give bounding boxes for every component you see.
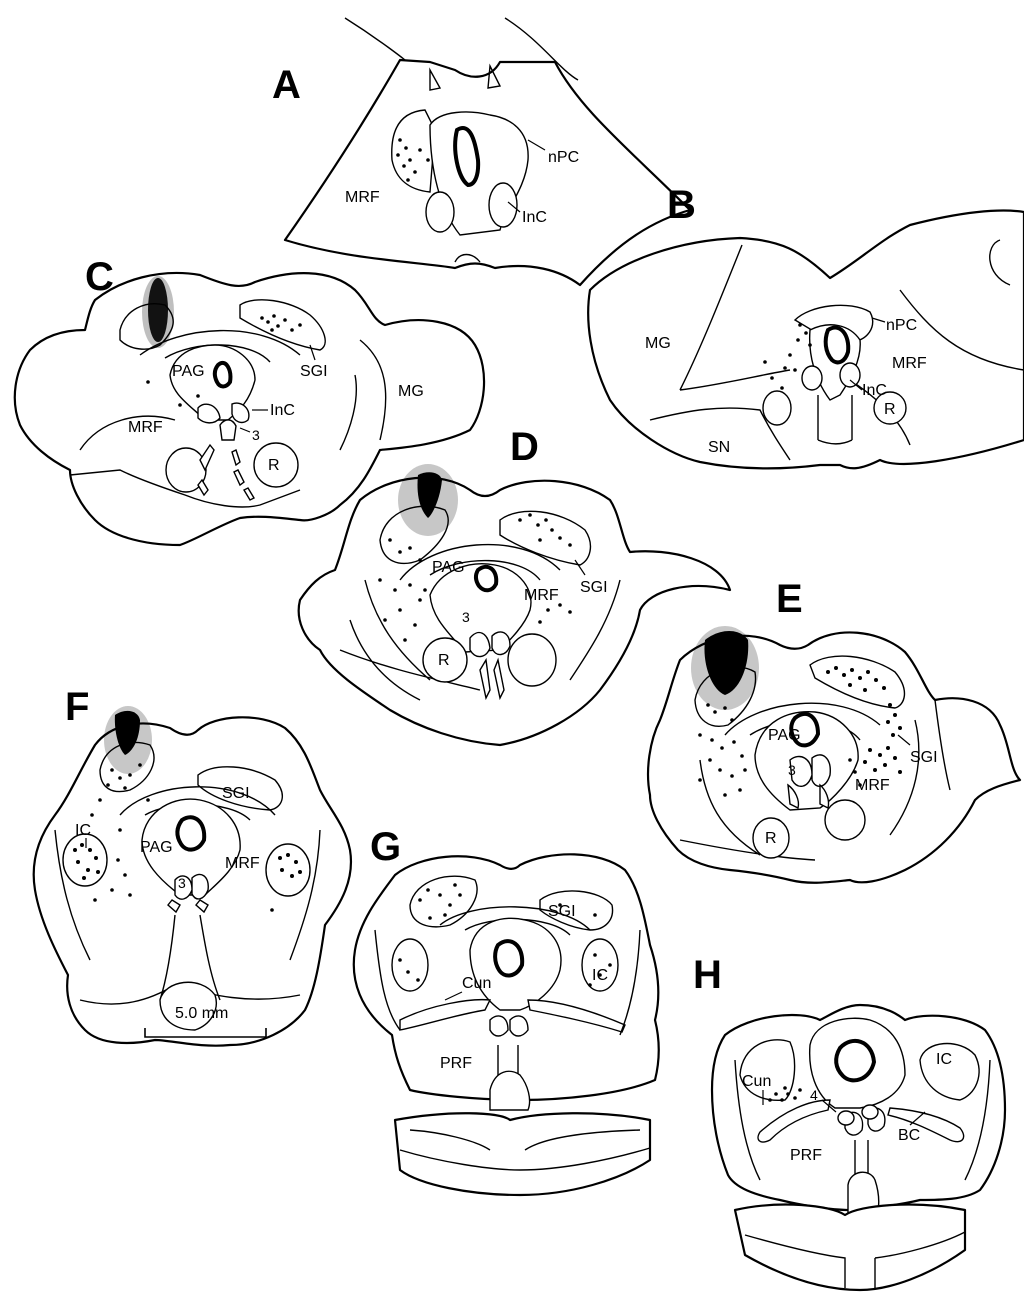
panel-f-letter: F [65,685,89,729]
panel-f-label-pag: PAG [140,839,173,856]
panel-e-label-pag: PAG [768,727,801,744]
panel-b-label-mg: MG [645,335,671,352]
panel-h: H IC Cun 4 BC PRF [693,953,1005,1290]
scale-bar-label: 5.0 mm [175,1005,228,1022]
panel-c-label-mrf: MRF [128,419,163,436]
panel-e-label-mrf: MRF [855,777,890,794]
panel-d-label-3: 3 [462,609,470,625]
panel-e: E PAG SGI MRF 3 R [648,577,1020,883]
panel-h-letter: H [693,953,722,997]
panel-e-letter: E [776,577,803,621]
panel-d-label-r: R [438,652,450,669]
panel-h-label-4: 4 [810,1087,818,1103]
panel-c-label-3: 3 [252,427,260,443]
panel-e-label-r: R [765,830,777,847]
panel-b-label-inc: InC [862,382,887,399]
panel-g-label-cun: Cun [462,975,491,992]
panel-b-label-r: R [884,401,896,418]
panel-c-label-r: R [268,457,280,474]
panel-d-letter: D [510,425,539,469]
panel-c-label-sgi: SGI [300,363,328,380]
panel-h-label-ic: IC [936,1051,952,1068]
panel-a-label-mrf: MRF [345,189,380,206]
panel-b-label-sn: SN [708,439,730,456]
panel-h-label-bc: BC [898,1127,920,1144]
panel-g-letter: G [370,825,401,869]
panel-a-label-npc: nPC [548,149,579,166]
panel-a-letter: A [272,63,301,107]
panel-a: A nPC InC MRF [272,18,690,285]
panel-c-label-inc: InC [270,402,295,419]
panel-b-label-npc: nPC [886,317,917,334]
panel-b-letter: B [667,183,696,227]
panel-f: F SGI IC PAG MRF 3 [34,685,351,1046]
panel-g-label-sgi: SGI [548,903,576,920]
panel-f-label-sgi: SGI [222,785,250,802]
panel-c-label-mg: MG [398,383,424,400]
panel-b-label-mrf: MRF [892,355,927,372]
panel-c-label-pag: PAG [172,363,205,380]
panel-g-label-prf: PRF [440,1055,472,1072]
panel-g-label-ic: IC [592,967,608,984]
panel-g: G SGI IC Cun PRF [354,825,659,1195]
panel-b: B nPC MRF InC R MG SN [588,183,1024,468]
panel-h-label-prf: PRF [790,1147,822,1164]
panel-d-label-pag: PAG [432,559,465,576]
panel-e-label-3: 3 [788,762,796,778]
panel-h-label-cun: Cun [742,1073,771,1090]
panel-f-label-3: 3 [178,875,186,891]
panel-f-label-ic: IC [75,822,91,839]
panel-f-label-mrf: MRF [225,855,260,872]
panel-d-label-mrf: MRF [524,587,559,604]
panel-d-label-sgi: SGI [580,579,608,596]
panel-e-label-sgi: SGI [910,749,938,766]
panel-a-label-inc: InC [522,209,547,226]
